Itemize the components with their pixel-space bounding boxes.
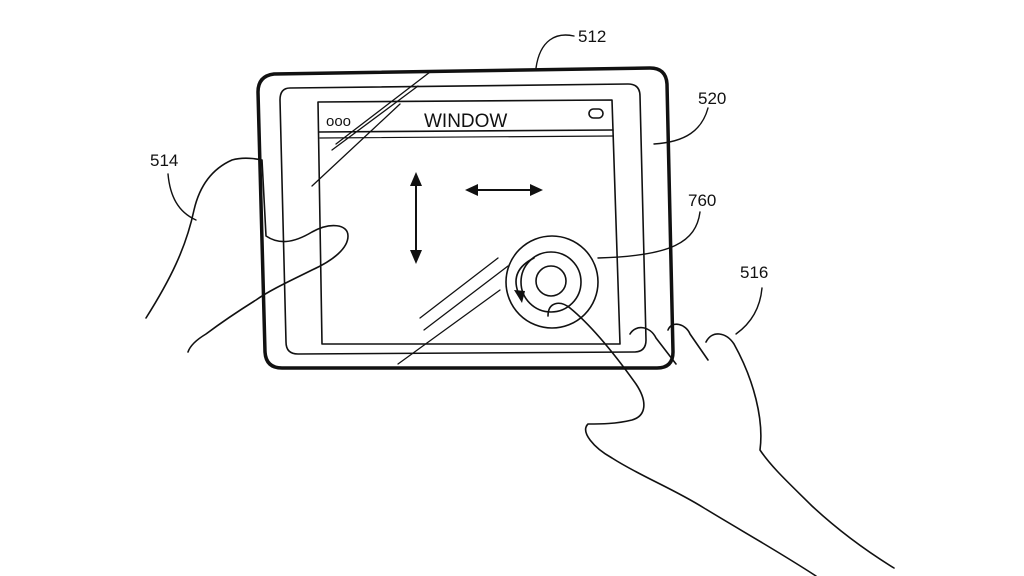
rotation-direction-arrow-icon bbox=[515, 257, 535, 293]
tablet-outer-frame bbox=[256, 66, 675, 370]
tablet-device bbox=[256, 66, 675, 370]
horizontal-scroll-arrow-icon bbox=[465, 184, 543, 196]
right-hand bbox=[547, 302, 817, 576]
right-hand-fingers bbox=[629, 323, 895, 569]
ref-label-760: 760 bbox=[688, 191, 716, 210]
reference-labels: 512 514 520 760 516 bbox=[150, 27, 768, 335]
leader-line-512 bbox=[535, 34, 575, 69]
leader-line-514 bbox=[167, 173, 197, 221]
window-resize-icon bbox=[588, 108, 604, 119]
window-frame bbox=[317, 99, 621, 345]
rotary-touch-control[interactable] bbox=[505, 235, 599, 329]
window-title-bar-divider bbox=[318, 129, 614, 133]
app-window: ooo WINDOW bbox=[317, 99, 621, 345]
leader-line-520 bbox=[653, 107, 709, 145]
ref-label-520: 520 bbox=[698, 89, 726, 108]
control-center-button[interactable] bbox=[535, 265, 567, 297]
left-hand bbox=[145, 157, 349, 353]
leader-line-516 bbox=[735, 287, 763, 335]
ref-label-516: 516 bbox=[740, 263, 768, 282]
control-outer-ring bbox=[505, 235, 599, 329]
window-content-divider bbox=[319, 135, 614, 139]
ref-label-512: 512 bbox=[578, 27, 606, 46]
screen-glare-lines bbox=[311, 71, 509, 365]
control-middle-ring bbox=[520, 251, 582, 313]
window-control-dots: ooo bbox=[326, 113, 351, 130]
vertical-scroll-arrow-icon bbox=[410, 172, 422, 264]
tablet-screen-bezel bbox=[279, 83, 647, 355]
window-title: WINDOW bbox=[424, 111, 507, 132]
leader-line-760 bbox=[597, 211, 701, 259]
ref-label-514: 514 bbox=[150, 151, 178, 170]
